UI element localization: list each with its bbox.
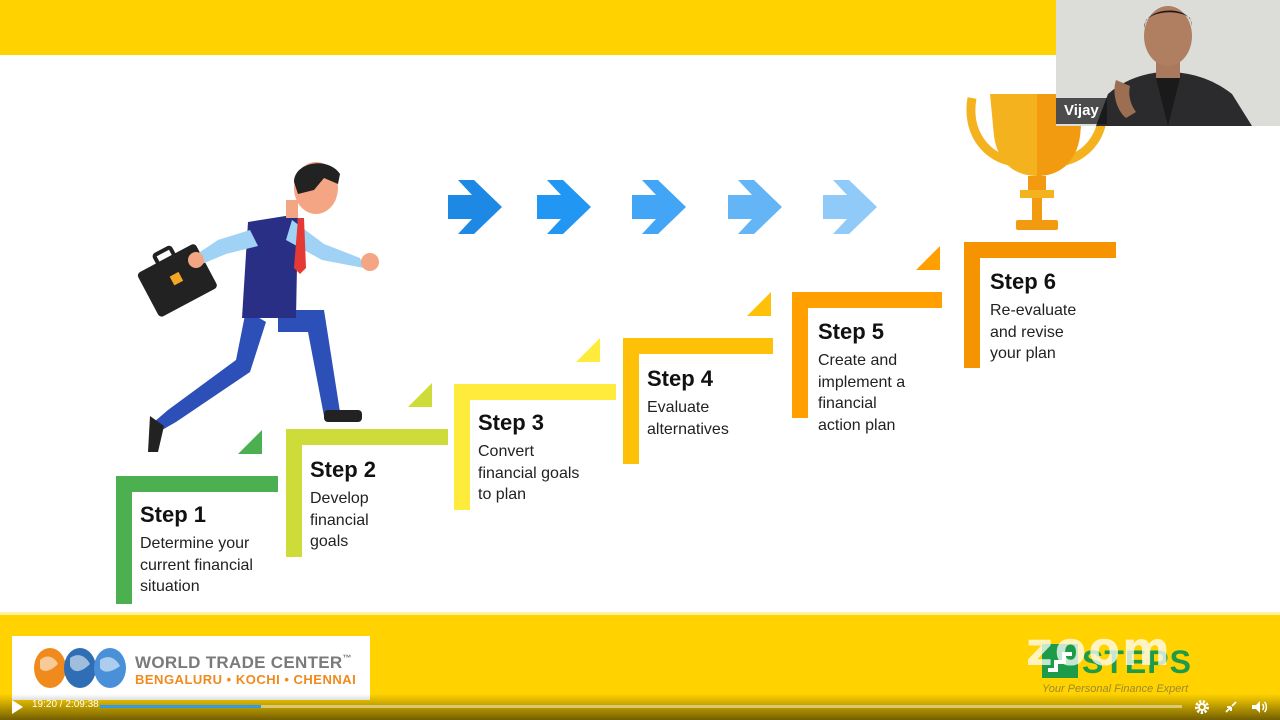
progress-arrow-2-shape bbox=[537, 180, 591, 234]
step-2-bracket bbox=[286, 429, 448, 557]
step-4-corner-triangle bbox=[747, 292, 771, 316]
step-3-corner-triangle bbox=[576, 338, 600, 362]
step-1-corner-triangle bbox=[238, 430, 262, 454]
progress-arrow-3-shape bbox=[632, 180, 686, 234]
step-4-bracket bbox=[623, 338, 773, 464]
wtc-logo-box: WORLD TRADE CENTER™ BENGALURU • KOCHI • … bbox=[12, 636, 370, 700]
progress-bar[interactable] bbox=[100, 705, 1182, 708]
step-3-description: Convert financial goals to plan bbox=[478, 443, 580, 503]
step-6-description: Re-evaluate and revise your plan bbox=[990, 302, 1077, 362]
participant-name-label: Vijay bbox=[1056, 98, 1107, 124]
step-1-title: Step 1 bbox=[140, 502, 207, 527]
steps-logo-text: STEPS bbox=[1082, 644, 1192, 680]
wtc-trademark: ™ bbox=[342, 653, 352, 663]
steps-logo-box bbox=[1042, 644, 1078, 678]
exit-fullscreen-icon[interactable] bbox=[1222, 698, 1240, 716]
progress-bar-fill bbox=[100, 705, 262, 708]
progress-arrow-2 bbox=[537, 180, 591, 234]
progress-arrow-1 bbox=[448, 180, 502, 234]
wtc-cities: BENGALURU • KOCHI • CHENNAI bbox=[135, 672, 357, 687]
progress-arrow-1-shape bbox=[448, 180, 502, 234]
participant-avatar bbox=[1056, 0, 1280, 126]
step-2-title: Step 2 bbox=[310, 457, 377, 482]
wtc-name-text: WORLD TRADE CENTER bbox=[135, 653, 343, 672]
step-6-title: Step 6 bbox=[990, 269, 1057, 294]
running-businessman-illustration bbox=[137, 162, 379, 452]
step-4-title: Step 4 bbox=[647, 366, 714, 391]
steps-tagline: Your Personal Finance Expert bbox=[1042, 683, 1189, 695]
step-4-description: Evaluate alternatives bbox=[647, 399, 729, 438]
progress-arrow-5-shape bbox=[823, 180, 877, 234]
play-icon[interactable] bbox=[10, 699, 24, 715]
step-5-title: Step 5 bbox=[818, 319, 885, 344]
wtc-name: WORLD TRADE CENTER™ bbox=[135, 653, 352, 673]
zoom-watermark: zoom bbox=[1026, 622, 1172, 676]
step-5-description: Create and implement a financial action … bbox=[818, 352, 906, 434]
settings-gear-icon[interactable] bbox=[1193, 698, 1211, 716]
step-2-description: Develop financial goals bbox=[310, 490, 369, 550]
step-6-bracket bbox=[964, 242, 1116, 368]
step-5-bracket bbox=[792, 292, 942, 418]
wtc-globe-logo-icon bbox=[34, 648, 126, 688]
progress-arrow-3 bbox=[632, 180, 686, 234]
participant-video-tile[interactable] bbox=[1056, 0, 1280, 126]
step-2-corner-triangle bbox=[408, 383, 432, 407]
step-1-bracket bbox=[116, 476, 278, 604]
volume-icon[interactable] bbox=[1250, 698, 1268, 716]
step-5-corner-triangle bbox=[916, 246, 940, 270]
step-3-title: Step 3 bbox=[478, 410, 545, 435]
video-player-controls: 19:20 / 2:09:38 bbox=[0, 694, 1280, 720]
step-1-description: Determine your current financial situati… bbox=[140, 535, 253, 595]
progress-arrow-4 bbox=[728, 180, 782, 234]
progress-arrow-4-shape bbox=[728, 180, 782, 234]
playback-time: 19:20 / 2:09:38 bbox=[32, 699, 99, 710]
bottom-banner-divider bbox=[0, 612, 1280, 615]
step-3-bracket bbox=[454, 384, 616, 510]
progress-arrow-5 bbox=[823, 180, 877, 234]
